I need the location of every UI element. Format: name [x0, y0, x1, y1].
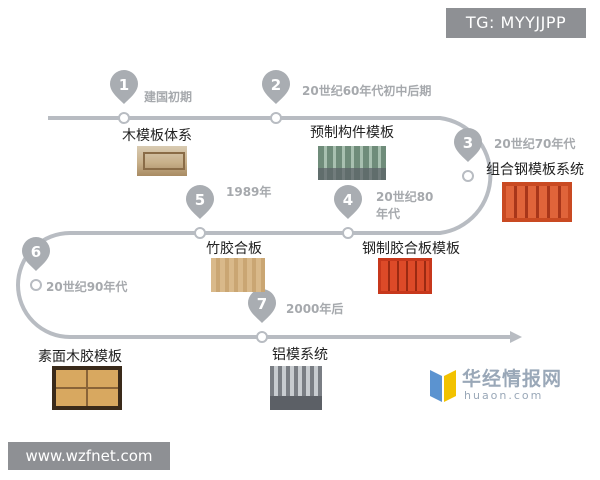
pin-6-number: 6	[31, 243, 41, 261]
pin-5-number: 5	[195, 191, 205, 209]
era-label-5: 1989年	[226, 185, 272, 199]
era-label-4-line2: 年代	[376, 207, 401, 221]
steel-formwork-photo	[502, 182, 572, 222]
road-dot-7	[256, 331, 268, 343]
pin-7-number: 7	[257, 295, 267, 313]
era-label-1: 建国初期	[144, 90, 193, 104]
huaon-logo-icon	[430, 370, 456, 402]
bamboo-plywood-photo	[211, 258, 265, 292]
brand-name-cn: 华经情报网	[462, 368, 563, 390]
formwork-name-3: 组合钢模板系统	[486, 162, 584, 178]
road-dot-4	[342, 227, 354, 239]
wooden-formwork-photo	[137, 146, 187, 176]
road-arrowhead	[510, 331, 522, 343]
pin-4-number: 4	[343, 191, 353, 209]
formwork-name-2: 预制构件模板	[310, 125, 394, 141]
pin-1-number: 1	[119, 76, 129, 94]
formwork-name-6: 素面木胶模板	[38, 349, 122, 365]
road-path	[16, 116, 510, 339]
era-label-6: 20世纪90年代	[46, 280, 128, 294]
era-label-3: 20世纪70年代	[494, 137, 576, 151]
precast-component-photo	[318, 146, 386, 180]
formwork-name-5: 竹胶合板	[206, 241, 262, 257]
formwork-name-1: 木模板体系	[122, 128, 192, 144]
steel-plywood-photo	[378, 258, 432, 294]
pin-6: 6	[22, 237, 50, 271]
era-label-2: 20世纪60年代初中后期	[302, 84, 432, 98]
pin-4: 4	[334, 185, 362, 219]
aluminum-formwork-photo	[270, 366, 322, 410]
plain-wood-plywood-photo	[52, 366, 122, 410]
pin-7: 7	[248, 289, 276, 323]
pin-3-number: 3	[463, 134, 473, 152]
pin-5: 5	[186, 185, 214, 219]
formwork-name-7: 铝模系统	[272, 347, 328, 363]
pin-1: 1	[110, 70, 138, 104]
era-label-4-line1: 20世纪80	[376, 190, 434, 204]
road-dot-1	[118, 112, 130, 124]
road-dot-2	[270, 112, 282, 124]
pin-2: 2	[262, 70, 290, 104]
watermark-tag: TG: MYYJJPP	[446, 8, 586, 38]
era-label-7: 2000年后	[286, 302, 344, 316]
formwork-name-4: 钢制胶合板模板	[362, 241, 460, 257]
pin-3: 3	[454, 128, 482, 162]
road-dot-5	[194, 227, 206, 239]
road-dot-6	[30, 279, 42, 291]
road-dot-3	[462, 170, 474, 182]
pin-2-number: 2	[271, 76, 281, 94]
brand-name-en: huaon.com	[464, 389, 544, 402]
huaon-logo: 华经情报网 huaon.com	[428, 362, 588, 406]
website-watermark: www.wzfnet.com	[8, 442, 170, 470]
